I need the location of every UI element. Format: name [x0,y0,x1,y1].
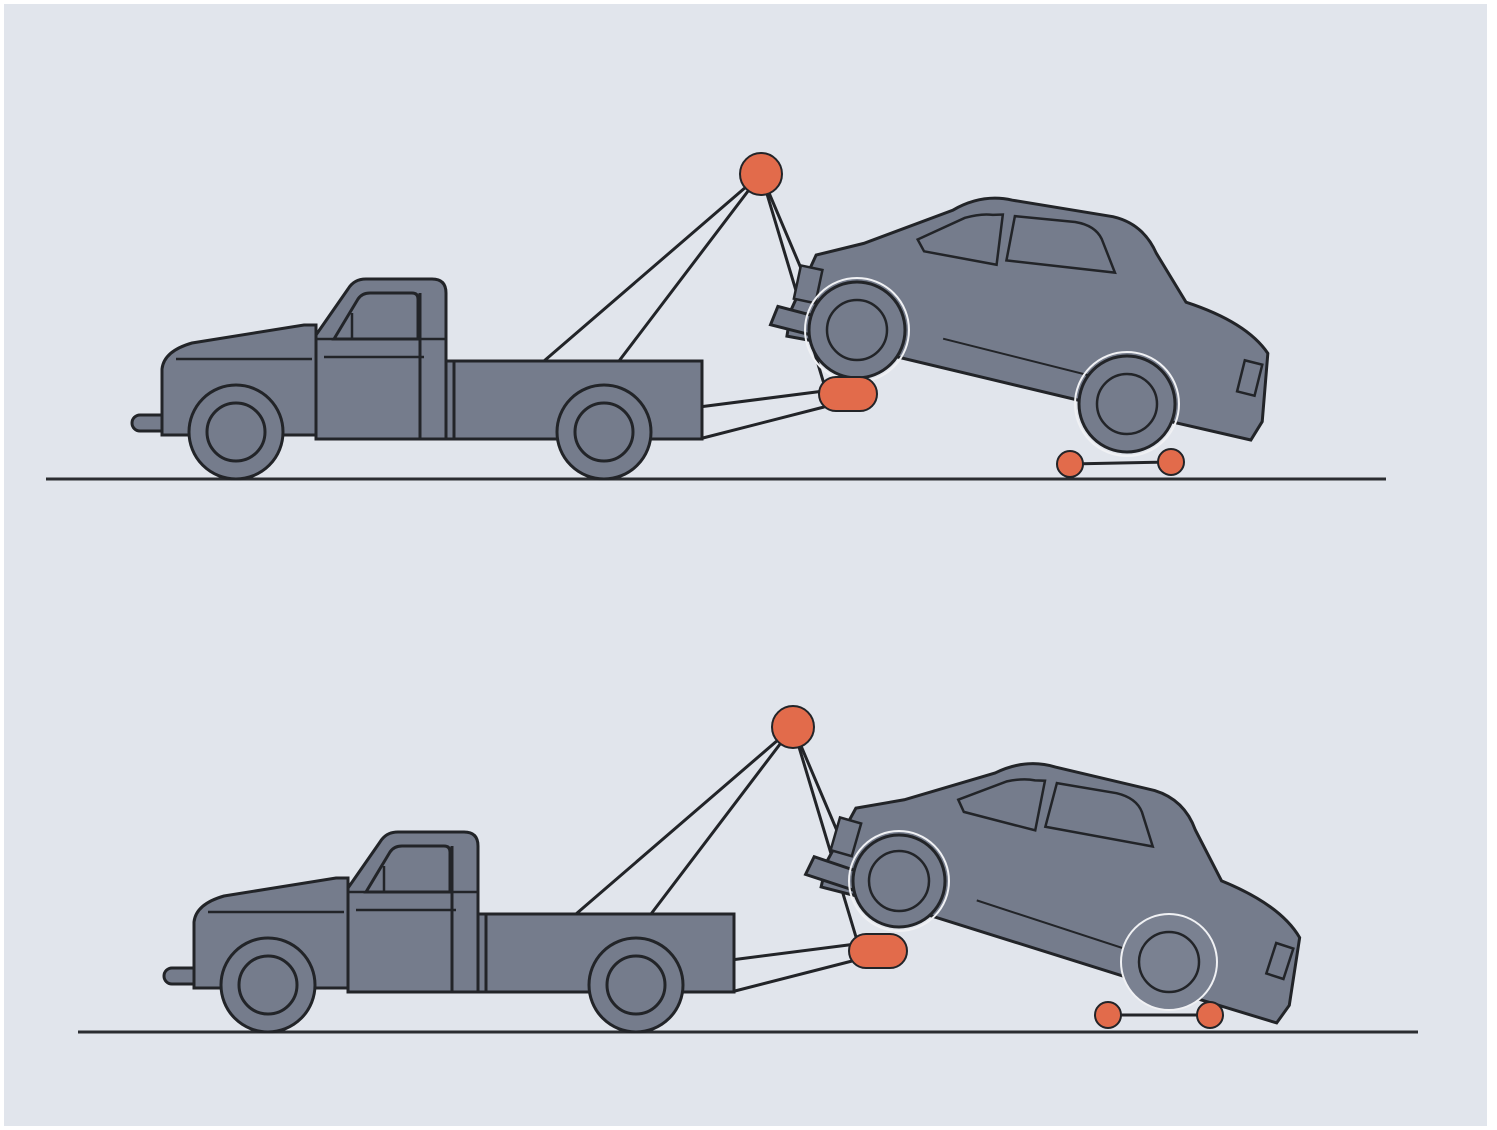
towed-car [766,189,1270,457]
illustration-canvas [4,4,1487,1126]
towed-car [801,756,1305,1024]
towing-illustration [4,4,1487,1126]
wheel-lift-pad [819,377,877,411]
towing-scene-top [46,153,1386,479]
wheel-dolly [1057,449,1184,477]
tow-truck [132,153,824,479]
wheel-lift-pad [849,934,907,968]
tow-truck [164,706,856,1032]
towing-scene-bottom [78,706,1418,1032]
